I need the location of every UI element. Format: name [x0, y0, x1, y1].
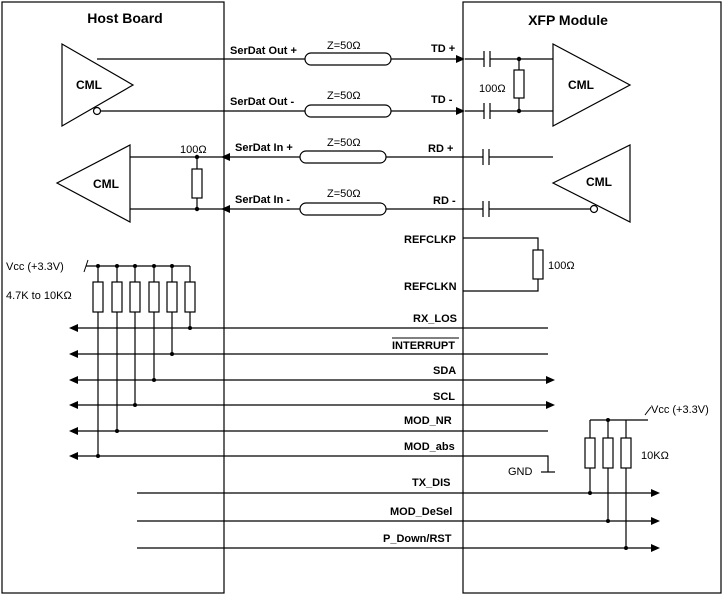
- serdat-in-n-label: SerDat In -: [235, 194, 290, 206]
- gnd-label: GND: [508, 466, 533, 478]
- rd-n-label: RD -: [433, 195, 456, 207]
- signal-mod-nr: MOD_NR: [69, 415, 548, 435]
- module-pullup-resistors: [584, 418, 632, 550]
- xfp-module-box: [462, 1, 722, 594]
- z50-label-out-p: Z=50Ω: [327, 40, 361, 52]
- p-down-rst-label: P_Down/RST: [383, 533, 452, 545]
- z50-label-in-p: Z=50Ω: [327, 137, 361, 149]
- signal-mod-desel: MOD_DeSel: [137, 506, 660, 525]
- refclk-termination-label: 100Ω: [548, 260, 575, 272]
- signal-rx-los: RX_LOS: [69, 313, 548, 332]
- serdat-out-p-label: SerDat Out +: [230, 45, 297, 57]
- rx-cml-receiver: CML: [55, 144, 131, 224]
- z50-line-in-n: [299, 202, 387, 216]
- rx-driver-cml-label: CML: [586, 175, 612, 189]
- tx-cml-receiver: CML: [552, 43, 632, 127]
- serdat-out-n-label: SerDat Out -: [230, 96, 295, 108]
- rd-p-label: RD +: [428, 143, 453, 155]
- tx-cml-label: CML: [76, 78, 102, 92]
- z50-line-out-n: [304, 104, 392, 118]
- module-pullup-resistance-label: 10KΩ: [641, 450, 669, 462]
- mod-desel-label: MOD_DeSel: [390, 506, 452, 518]
- z50-label-in-n: Z=50Ω: [327, 188, 361, 200]
- interrupt-label: INTERRUPT: [392, 340, 455, 352]
- module-vcc-label: Vcc (+3.3V): [651, 404, 709, 416]
- td-p-label: TD +: [431, 43, 455, 55]
- rx-termination-label: 100Ω: [180, 144, 207, 156]
- serdat-in-p-label: SerDat In +: [235, 142, 293, 154]
- z50-line-out-p: [304, 52, 392, 66]
- host-board-title: Host Board: [87, 10, 162, 26]
- tx-cml-driver: CML: [61, 42, 135, 128]
- sda-label: SDA: [433, 365, 456, 377]
- signal-tx-dis: TX_DIS: [137, 477, 660, 497]
- host-pullup-resistance-label: 4.7K to 10KΩ: [6, 290, 72, 302]
- signal-interrupt: INTERRUPT: [69, 337, 548, 358]
- host-pullup-resistors: [92, 264, 196, 458]
- td-n-label: TD -: [431, 94, 453, 106]
- signal-scl: SCL: [69, 391, 555, 409]
- tx-receiver-cml-label: CML: [568, 78, 594, 92]
- rx-cml-driver: CML: [551, 144, 631, 223]
- rx-ac-coupling-caps: [482, 149, 490, 217]
- mod-abs-label: MOD_abs: [404, 441, 455, 453]
- rx-los-label: RX_LOS: [413, 313, 457, 325]
- tx-termination-label: 100Ω: [479, 83, 506, 95]
- z50-line-in-p: [299, 150, 387, 164]
- z50-label-out-n: Z=50Ω: [327, 90, 361, 102]
- refclkp-label: REFCLKP: [404, 234, 456, 246]
- tx-dis-label: TX_DIS: [412, 477, 451, 489]
- rx-cml-label: CML: [93, 177, 119, 191]
- mod-nr-label: MOD_NR: [404, 415, 452, 427]
- host-board-box: [1, 1, 225, 594]
- rx-termination-resistor: [191, 168, 203, 199]
- tx-termination-resistor: [513, 69, 525, 99]
- scl-label: SCL: [433, 391, 455, 403]
- signal-mod-abs: MOD_abs GND: [69, 441, 555, 478]
- refclkn-label: REFCLKN: [404, 281, 457, 293]
- refclk-termination-resistor: [532, 249, 544, 280]
- xfp-module-title: XFP Module: [528, 12, 608, 28]
- signal-sda: SDA: [69, 365, 555, 384]
- signal-p-down-rst: P_Down/RST: [137, 533, 660, 552]
- host-vcc-label: Vcc (+3.3V): [6, 261, 64, 273]
